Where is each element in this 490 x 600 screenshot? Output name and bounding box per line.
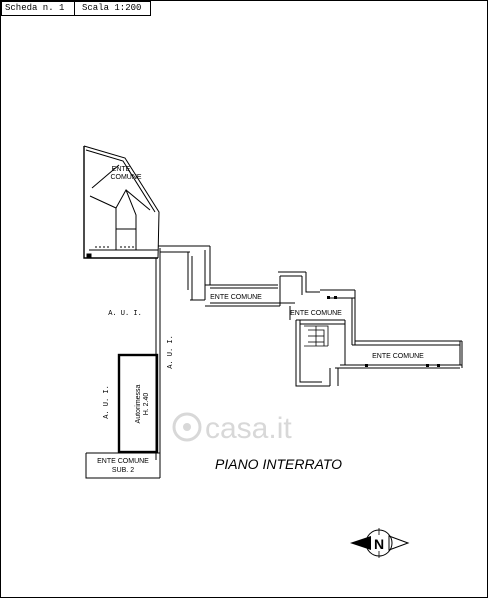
- sheet-header: Scheda n. 1 Scala 1:200: [1, 1, 151, 16]
- label-aui-left: A. U. I.: [103, 385, 111, 419]
- label-aui-right: A. U. I.: [167, 335, 175, 369]
- label-ente-sub: ENTE COMUNE: [97, 458, 149, 465]
- stairs: [304, 325, 329, 347]
- label-ente-top-1: ENTE: [112, 166, 131, 173]
- label-ente-right: ENTE COMUNE: [372, 353, 424, 360]
- label-ente-mid-1: ENTE COMUNE: [210, 294, 262, 301]
- floor-title: PIANO INTERRATO: [215, 456, 342, 472]
- label-ente-mid-2: ENTE COMUNE: [290, 310, 342, 317]
- corridor-walls: [155, 245, 463, 387]
- door-marks: [327, 296, 440, 367]
- watermark-text: casa.it: [205, 412, 292, 445]
- north-arrow: N: [350, 528, 410, 558]
- common-area-sub: [85, 452, 161, 479]
- header-divider: [74, 2, 75, 15]
- label-aui-top: A. U. I.: [108, 310, 142, 318]
- sheet-number: Scheda n. 1: [5, 3, 65, 13]
- label-height: H. 2.40: [143, 393, 150, 416]
- label-autorimessa: Autorimessa: [135, 384, 142, 423]
- watermark: casa.it: [172, 412, 292, 445]
- garage-unit: [117, 350, 161, 460]
- label-ente-top-2: COMUNE: [110, 174, 141, 181]
- common-area-top: [83, 145, 160, 259]
- scale-label: Scala 1:200: [82, 3, 142, 13]
- label-sub-2: SUB. 2: [112, 467, 134, 474]
- north-label: N: [374, 536, 384, 552]
